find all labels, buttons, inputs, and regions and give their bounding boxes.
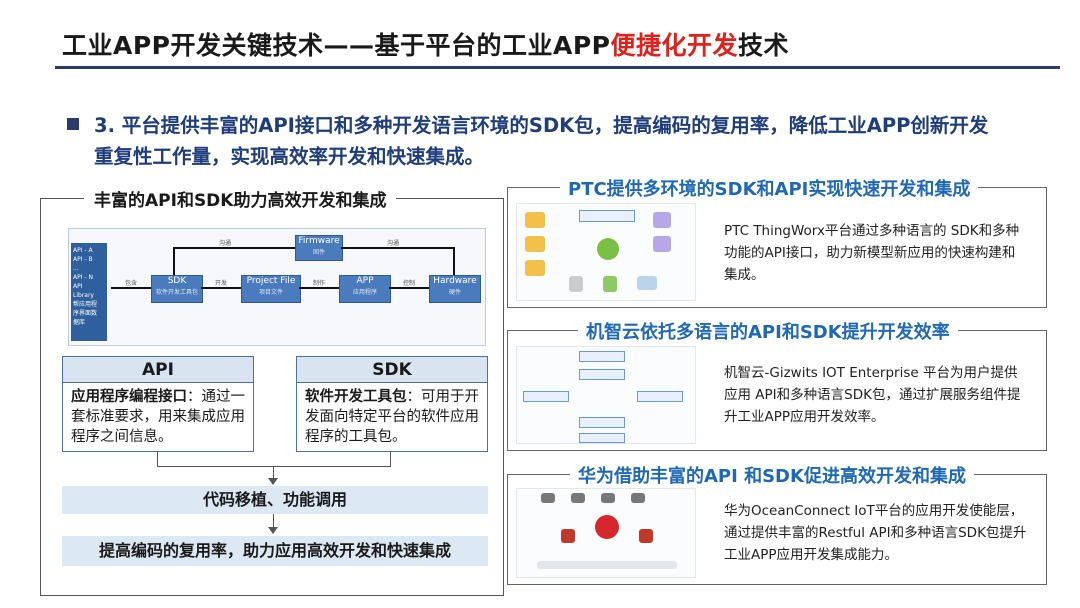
main-point: 3. 平台提供丰富的API接口和多种开发语言环境的SDK包，提高编码的复用率，降… bbox=[94, 114, 989, 168]
arrow-down-icon bbox=[268, 478, 278, 485]
edge-label: 沟通 bbox=[387, 240, 400, 247]
flow-step bbox=[637, 391, 683, 402]
device-icon bbox=[525, 236, 545, 252]
cloud-service-icon bbox=[653, 212, 671, 228]
gizwits-panel-text: 机智云-Gizwits IOT Enterprise 平台为用户提供应用 API… bbox=[724, 365, 1021, 425]
api-list-item: API - N bbox=[73, 274, 93, 281]
title-rule bbox=[55, 66, 1060, 69]
arrow-line bbox=[299, 287, 339, 289]
sdk-term: 软件开发工具包 bbox=[305, 389, 407, 405]
api-list-item: ... bbox=[73, 265, 79, 272]
api-box-head: API bbox=[62, 356, 254, 383]
cloud-box bbox=[579, 210, 635, 222]
ptc-panel-text: PTC ThingWorx平台通过多种语言的 SDK和多种功能的API接口，助力… bbox=[724, 223, 1020, 283]
api-term: 应用程序编程接口 bbox=[71, 389, 187, 405]
flow-step bbox=[579, 433, 625, 443]
edge-label: 控制 bbox=[403, 280, 416, 287]
dashboard-icon bbox=[525, 212, 545, 228]
title-tail: 技术 bbox=[738, 31, 790, 60]
gizwits-panel-title: 机智云依托多语言的API和SDK提升开发效率 bbox=[578, 318, 958, 344]
api-library-list: API - A API - B ... API - N API Library … bbox=[71, 243, 107, 341]
arrow-line bbox=[389, 287, 429, 289]
connector-line bbox=[157, 452, 158, 466]
app-hub-icon bbox=[597, 238, 619, 260]
car-icon bbox=[637, 276, 657, 290]
arrow-down-icon bbox=[268, 527, 278, 534]
app-tile-icon bbox=[541, 493, 555, 503]
arrow-line bbox=[173, 247, 295, 249]
app-tile-icon bbox=[631, 493, 645, 503]
page-title: 工业APP开发关键技术——基于平台的工业APP便捷化开发技术 bbox=[62, 26, 789, 62]
arrow-line bbox=[453, 247, 455, 275]
connector-line bbox=[273, 466, 274, 482]
edge-label: 沟通 bbox=[219, 240, 232, 247]
connector-icon bbox=[561, 529, 575, 543]
arrow-line bbox=[111, 287, 151, 289]
sdk-desc: ：可用于开发面向特定平台的软件应用程序的工具包。 bbox=[305, 389, 479, 445]
gizwits-thumbnail bbox=[516, 346, 696, 444]
app-tile-icon bbox=[601, 493, 615, 503]
flow-step bbox=[579, 369, 625, 380]
connector-icon bbox=[639, 529, 653, 543]
ptc-thumbnail bbox=[516, 203, 696, 301]
edge-label: 包含 bbox=[125, 280, 138, 287]
band-code-porting: 代码移植、功能调用 bbox=[62, 486, 488, 514]
arrow-line bbox=[201, 287, 241, 289]
edge-label: 开发 bbox=[215, 280, 228, 287]
arrow-line bbox=[341, 247, 453, 249]
sensor-icon bbox=[525, 260, 545, 276]
api-list-item: API Library bbox=[73, 283, 94, 299]
band-reuse-rate: 提高编码的复用率，助力应用高效开发和快速集成 bbox=[62, 536, 488, 566]
flow-step bbox=[579, 351, 625, 362]
apple-icon bbox=[569, 276, 583, 292]
app-tile-icon bbox=[571, 493, 585, 503]
connector-line bbox=[390, 452, 391, 466]
huawei-panel-text: 华为OceanConnect IoT平台的应用开发使能层，通过提供丰富的Rest… bbox=[724, 503, 1027, 563]
flow-step bbox=[579, 417, 625, 428]
ptc-panel-title: PTC提供多环境的SDK和API实现快速开发和集成 bbox=[560, 175, 979, 201]
edge-label: 制作 bbox=[313, 280, 326, 287]
sdk-flow-diagram: API - A API - B ... API - N API Library … bbox=[68, 228, 486, 346]
left-panel-title: 丰富的API和SDK助力高效开发和集成 bbox=[84, 186, 397, 211]
device-row bbox=[537, 561, 677, 569]
api-list-item: 据库 bbox=[73, 319, 86, 326]
huawei-panel-title: 华为借助丰富的API 和SDK促进高效开发和集成 bbox=[570, 462, 974, 488]
arrow-line bbox=[173, 247, 175, 275]
api-list-item: API - A bbox=[73, 247, 93, 254]
connector-line bbox=[273, 514, 274, 530]
connector-line bbox=[157, 466, 391, 467]
title-highlight: 便捷化开发 bbox=[610, 31, 739, 60]
api-list-item: 帮应用程 bbox=[73, 301, 98, 308]
api-box-body: 应用程序编程接口：通过一套标准要求，用来集成应用程序之间信息。 bbox=[62, 382, 254, 452]
api-list-item: API - B bbox=[73, 256, 93, 263]
sdk-box-head: SDK bbox=[296, 356, 488, 383]
title-main: 工业APP开发关键技术——基于平台的工业APP bbox=[62, 31, 611, 60]
api-desc: ：通过一套标准要求，用来集成应用程序之间信息。 bbox=[71, 389, 245, 445]
bullet-square-icon bbox=[67, 118, 79, 130]
api-list-item: 序界面数 bbox=[73, 310, 98, 317]
android-icon bbox=[603, 276, 617, 292]
flow-step bbox=[523, 391, 569, 402]
huawei-thumbnail bbox=[516, 488, 696, 578]
sdk-box-body: 软件开发工具包：可用于开发面向特定平台的软件应用程序的工具包。 bbox=[296, 382, 488, 452]
analytics-icon bbox=[653, 236, 671, 252]
platform-hub-icon bbox=[595, 515, 619, 539]
